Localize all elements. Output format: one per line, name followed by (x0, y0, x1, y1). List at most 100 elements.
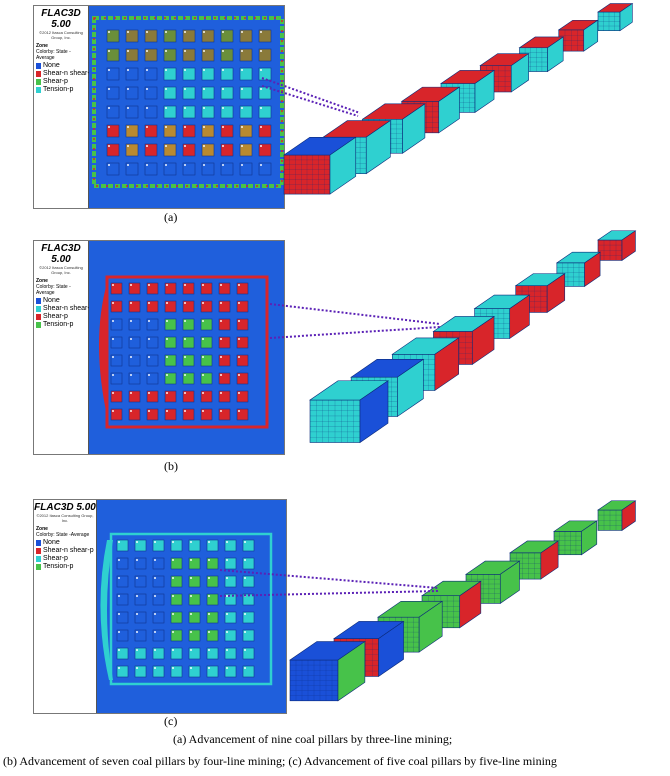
pillar (224, 665, 237, 678)
legend-item-2: Shear-p (36, 78, 88, 86)
pillar (134, 593, 147, 606)
pillar (206, 611, 219, 624)
pillar (164, 336, 177, 349)
pillar (242, 539, 255, 552)
pillar (110, 390, 123, 403)
pillar (206, 629, 219, 642)
model-panel-c: FLAC3D 5.00 ©2012 Itasca Consulting Grou… (33, 499, 287, 714)
swatch-1 (36, 71, 41, 77)
pillar-block (518, 36, 565, 73)
pillar (152, 629, 165, 642)
pillar (188, 611, 201, 624)
plan-view-map-b (89, 241, 284, 454)
legend-zone: Zone (36, 278, 48, 284)
pillar (164, 354, 177, 367)
model-panel-a: FLAC3D 5.00 ©2012 Itasca Consulting Grou… (33, 5, 285, 209)
pillar (110, 300, 123, 313)
pillar (164, 282, 177, 295)
pillar (200, 318, 213, 331)
pillar (170, 647, 183, 660)
pillar (224, 629, 237, 642)
legend-item-2: Shear-p (36, 555, 96, 563)
pillar (164, 318, 177, 331)
pillar-block (514, 273, 566, 313)
legend-title: FLAC3D 5.00 (34, 502, 96, 513)
pillar-block (473, 294, 531, 340)
legend-item-3: Tension-p (36, 563, 96, 571)
pillar (152, 665, 165, 678)
pillar (242, 665, 255, 678)
pillar (170, 593, 183, 606)
pillar (218, 282, 231, 295)
pillar (128, 300, 141, 313)
pillar (236, 282, 249, 295)
legend-title: FLAC3D 5.00 (41, 243, 81, 265)
model-panel-b: FLAC3D 5.00 ©2012 Itasca Consulting Grou… (33, 240, 285, 455)
pillar (152, 593, 165, 606)
legend-item-none: None (36, 62, 88, 70)
pillar (128, 336, 141, 349)
pillar (146, 390, 159, 403)
pillar (170, 539, 183, 552)
pillar (218, 390, 231, 403)
pillar (242, 611, 255, 624)
pillar (170, 629, 183, 642)
legend-copyright: ©2012 Itasca Consulting Group, Inc. (39, 30, 83, 40)
legend-c: FLAC3D 5.00 ©2012 Itasca Consulting Grou… (34, 500, 97, 713)
pillar (110, 408, 123, 421)
pillar (116, 539, 129, 552)
swatch-3 (36, 87, 41, 93)
pillar-block (597, 2, 634, 32)
pillar (182, 336, 195, 349)
pillar-block (553, 520, 598, 556)
pillar (236, 372, 249, 385)
pillar (134, 539, 147, 552)
pillar (236, 318, 249, 331)
pillar-blocks-a (283, 2, 634, 195)
pillar (134, 629, 147, 642)
pillar (188, 539, 201, 552)
pillar (224, 557, 237, 570)
figure-caption-line1: (a) Advancement of nine coal pillars by … (173, 732, 453, 746)
pillar (218, 354, 231, 367)
pillar-block (509, 540, 560, 580)
swatch-none (36, 298, 41, 304)
pillar (200, 390, 213, 403)
pillar (152, 539, 165, 552)
caption-b: (b) (164, 459, 178, 473)
swatch-2 (36, 556, 41, 562)
pillar (152, 575, 165, 588)
pillar-block (440, 69, 496, 113)
legend-zone: Zone (36, 43, 48, 49)
pillar-block (421, 580, 482, 629)
pillar-block (479, 53, 530, 93)
pillar (116, 611, 129, 624)
pillar (152, 647, 165, 660)
swatch-2 (36, 79, 41, 85)
legend-item-1: Shear-n shear-p (36, 70, 94, 78)
pillar (146, 408, 159, 421)
pillar (128, 372, 141, 385)
pillar-block (350, 358, 425, 418)
pillar (170, 611, 183, 624)
pillar (218, 300, 231, 313)
pillar (206, 647, 219, 660)
pillar (146, 318, 159, 331)
pillar (152, 557, 165, 570)
pillar (242, 629, 255, 642)
legend-b: FLAC3D 5.00 ©2012 Itasca Consulting Grou… (34, 241, 94, 454)
pillar (182, 390, 195, 403)
legend-colorby: Colorby: State -Average (36, 532, 90, 538)
pillar (134, 647, 147, 660)
pillar (236, 336, 249, 349)
legend-item-1: Shear-n shear-p (36, 547, 96, 555)
legend-item-none: None (36, 297, 88, 305)
caption-a: (a) (164, 210, 178, 224)
pillar-block (400, 86, 461, 134)
pillar (200, 372, 213, 385)
pillar (128, 318, 141, 331)
pillar (128, 282, 141, 295)
swatch-2 (36, 314, 41, 320)
legend-copyright: ©2012 Itasca Consulting Group, Inc. (36, 513, 94, 523)
pillar (242, 557, 255, 570)
